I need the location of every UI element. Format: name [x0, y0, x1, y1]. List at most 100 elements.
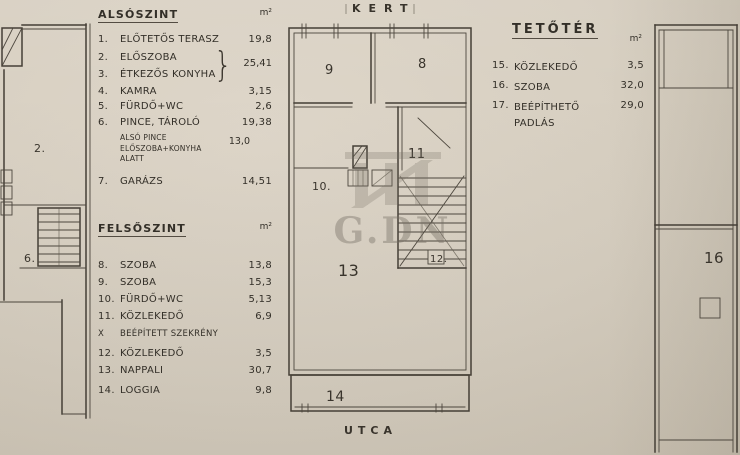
upper-level-unit: m² [259, 222, 272, 232]
room-number: 4. [98, 86, 109, 97]
room-row-11: 11. KÖZLEKEDŐ 6,9 [98, 311, 272, 324]
center-plan-room-13-label: 13 [338, 261, 359, 280]
right-plan-room-16-label: 16 [704, 249, 724, 267]
upper-level-header: FELSŐSZINT m² [98, 222, 272, 237]
cellar-note: ALSÓ PINCE ELŐSZOBA+KONYHA ALATT [120, 133, 202, 165]
room-number: 17. [492, 100, 509, 111]
room-number: 6. [98, 117, 109, 128]
attic-title: TETŐTÉR [512, 22, 599, 39]
room-row-15: 15. KÖZLEKEDŐ 3,5 [492, 60, 644, 76]
left-plan-room-6-label: 6. [24, 252, 36, 265]
room-row-16: 16. SZOBA 32,0 [492, 80, 644, 96]
room-area: 5,13 [248, 294, 272, 305]
upper-level-title: FELSŐSZINT [98, 222, 187, 237]
room-number: 10. [98, 294, 115, 305]
street-side-label: UTCA [344, 424, 398, 437]
left-plan-room-2-label: 2. [34, 142, 46, 155]
center-plan-room-10-label: 10. [312, 180, 331, 193]
room-name: PINCE, TÁROLÓ [120, 117, 201, 128]
room-row-5: 5. FÜRDŐ+WC 2,6 [98, 101, 272, 114]
room-name: ELŐTETŐS TERASZ [120, 34, 220, 45]
room-row-6: 6. PINCE, TÁROLÓ 19,38 [98, 117, 272, 130]
room-row-3: 3. ÉTKEZŐS KONYHA [98, 69, 272, 82]
room-name: KÖZLEKEDŐ [120, 311, 184, 322]
attic-room-list: TETŐTÉR m² 15. KÖZLEKEDŐ 3,5 16. SZOBA 3… [492, 18, 644, 138]
room-row-8: 8. SZOBA 13,8 [98, 260, 272, 273]
room-row-13: 13. NAPPALI 30,7 [98, 365, 272, 378]
room-area: 19,8 [248, 34, 272, 45]
room-row-10: 10. FÜRDŐ+WC 5,13 [98, 294, 272, 307]
room-area: 13,8 [248, 260, 272, 271]
room-number: 7. [98, 176, 109, 187]
rooms-2-3-combined-area: 25,41 [243, 58, 272, 69]
room-name: ÉTKEZŐS KONYHA [120, 69, 216, 80]
room-name: KAMRA [120, 86, 157, 97]
room-name: KÖZLEKEDŐ [120, 348, 184, 359]
cellar-note-area: 13,0 [228, 136, 250, 147]
room-number: 3. [98, 69, 109, 80]
room-row-9: 9. SZOBA 15,3 [98, 277, 272, 290]
room-area: 3,5 [627, 60, 644, 71]
lower-level-room-list: ALSÓSZINT m² 1. ELŐTETŐS TERASZ 19,8 2. … [98, 8, 272, 208]
room-number: 16. [492, 80, 509, 91]
room-number: 5. [98, 101, 109, 112]
room-row-2: 2. ELŐSZOBA [98, 52, 272, 65]
attic-unit: m² [629, 34, 642, 44]
room-area: 3,15 [248, 86, 272, 97]
room-row-1: 1. ELŐTETŐS TERASZ 19,8 [98, 34, 272, 47]
center-plan-room-9-label: 9 [325, 63, 334, 78]
room-name: BEÉPÍTHETŐ PADLÁS [514, 102, 580, 129]
room-area: 32,0 [620, 80, 644, 91]
center-plan-room-12-label: 12. [430, 254, 447, 265]
center-plan-room-11-label: 11 [408, 147, 426, 162]
upper-level-room-list: FELSŐSZINT m² 8. SZOBA 13,8 9. SZOBA 15,… [98, 222, 272, 402]
cellar-note-line: ALSÓ PINCE [120, 133, 167, 142]
rooms-2-3-brace: } [214, 43, 232, 86]
right-floor-plan-drawing: 16 [654, 24, 738, 453]
garden-side-label: KERT [352, 2, 416, 15]
room-name: SZOBA [514, 82, 551, 93]
room-name: KÖZLEKEDŐ [514, 62, 578, 73]
room-number: 15. [492, 60, 509, 71]
center-plan-room-14-label: 14 [326, 389, 345, 405]
room-area: 6,9 [255, 311, 272, 322]
room-name: NAPPALI [120, 365, 164, 376]
room-area: 9,8 [255, 385, 272, 396]
lower-level-header: ALSÓSZINT m² [98, 8, 272, 23]
room-number: 1. [98, 34, 109, 45]
room-number: 2. [98, 52, 109, 63]
room-name: FÜRDŐ+WC [120, 101, 184, 112]
room-name: ELŐSZOBA [120, 52, 177, 63]
center-plan-room-8-label: 8 [418, 57, 427, 72]
room-row-12: 12. KÖZLEKEDŐ 3,5 [98, 348, 272, 361]
room-area: 15,3 [248, 277, 272, 288]
cellar-note-line: ALATT [120, 154, 145, 163]
room-name: BEÉPÍTETT SZEKRÉNY [120, 329, 219, 339]
lower-level-title: ALSÓSZINT [98, 8, 179, 23]
room-number: 8. [98, 260, 109, 271]
room-number: 14. [98, 385, 115, 396]
room-number: 13. [98, 365, 115, 376]
room-number: 12. [98, 348, 115, 359]
room-name: SZOBA [120, 260, 157, 271]
room-row-17: 17. BEÉPÍTHETŐ PADLÁS 29,0 [492, 100, 644, 131]
room-row-7: 7. GARÁZS 14,51 [98, 176, 272, 189]
left-floor-plan-drawing: 2. 6. [0, 23, 91, 419]
room-area: 3,5 [255, 348, 272, 359]
room-area: 30,7 [248, 365, 272, 376]
center-floor-plan-drawing: 9 8 11 10. 13 12. 14 [288, 4, 472, 413]
room-number: 9. [98, 277, 109, 288]
room-area: 2,6 [255, 101, 272, 112]
room-row-closet: X BEÉPÍTETT SZEKRÉNY [98, 329, 272, 340]
lower-level-unit: m² [259, 8, 272, 18]
room-number: 11. [98, 311, 115, 322]
cellar-note-line: ELŐSZOBA+KONYHA [120, 143, 202, 153]
room-row-14: 14. LOGGIA 9,8 [98, 385, 272, 398]
room-name: LOGGIA [120, 385, 161, 396]
room-row-4: 4. KAMRA 3,15 [98, 86, 272, 99]
room-area: 19,38 [241, 117, 272, 128]
room-name: GARÁZS [120, 176, 163, 187]
room-name: SZOBA [120, 277, 157, 288]
room-area: 29,0 [620, 100, 644, 111]
